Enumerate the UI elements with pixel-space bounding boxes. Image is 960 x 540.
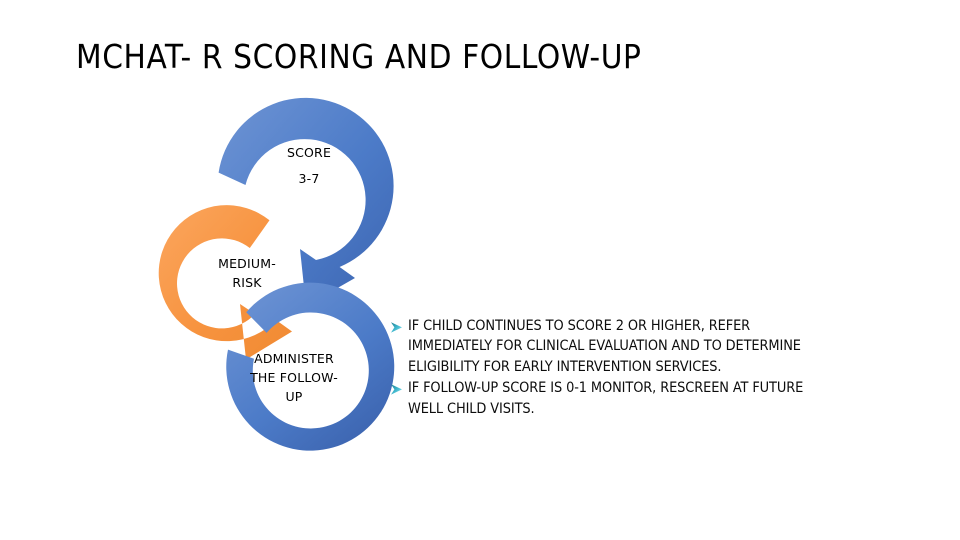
arrow-bullet-icon	[390, 378, 407, 396]
cycle-step-medium-risk-ring	[158, 205, 292, 360]
list-item-text: IF CHILD CONTINUES TO SCORE 2 OR HIGHER,…	[408, 318, 801, 375]
list-item: IF FOLLOW-UP SCORE IS 0-1 MONITOR, RESCR…	[390, 378, 810, 419]
cycle-label-medium-risk: MEDIUM- RISK	[218, 256, 276, 291]
cycle-label-score: SCORE 3-7	[286, 145, 332, 187]
page-title: MCHAT- R SCORING AND FOLLOW-UP	[76, 37, 642, 76]
arrow-bullet-icon	[390, 316, 407, 334]
cycle-step-score-ring	[218, 97, 394, 306]
cycle-diagram: SCORE 3-7 MEDIUM- RISK ADMINISTER THE FO…	[150, 92, 410, 487]
cycle-diagram-graphic	[158, 97, 395, 451]
bullet-list: IF CHILD CONTINUES TO SCORE 2 OR HIGHER,…	[390, 316, 810, 420]
list-item-text: IF FOLLOW-UP SCORE IS 0-1 MONITOR, RESCR…	[408, 380, 804, 417]
cycle-step-administer-ring	[226, 282, 395, 451]
cycle-label-administer-followup: ADMINISTER THE FOLLOW- UP	[250, 351, 338, 404]
list-item: IF CHILD CONTINUES TO SCORE 2 OR HIGHER,…	[390, 316, 810, 377]
